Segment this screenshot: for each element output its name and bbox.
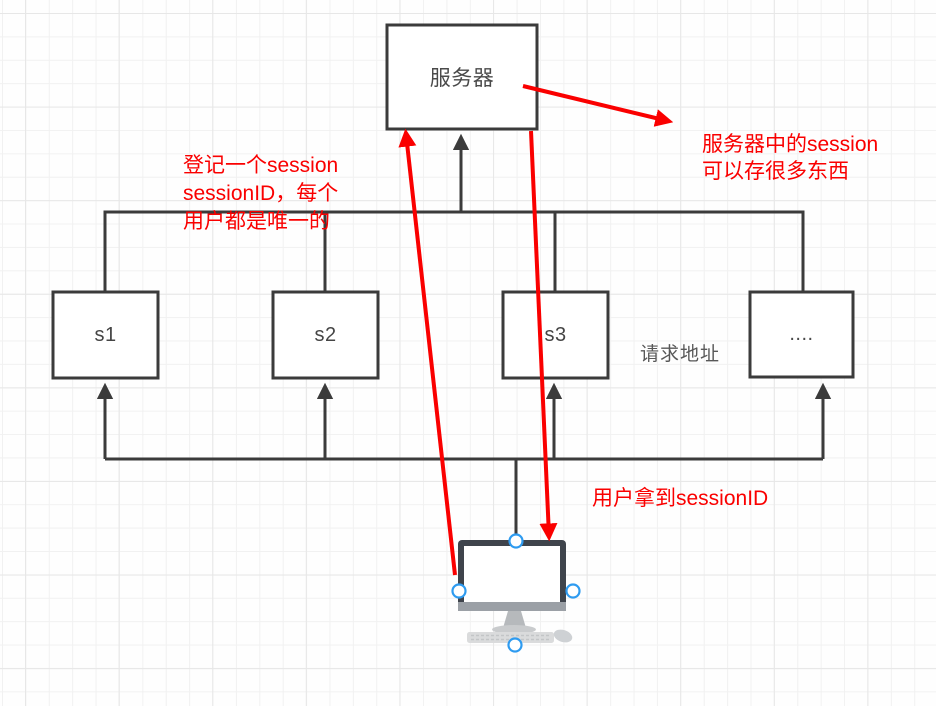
red-arrow-client-to-server[interactable]	[398, 128, 457, 576]
connector-bottom-trunk[interactable]	[105, 457, 823, 540]
node-s3[interactable]	[501, 290, 610, 380]
monitor-chin	[458, 602, 566, 611]
selection-handle-right[interactable]	[565, 583, 581, 599]
annotation-user-gets-sessionid[interactable]: 用户拿到sessionID	[592, 487, 769, 510]
connector-top-trunk[interactable]	[103, 210, 805, 292]
monitor-screen	[464, 546, 560, 602]
node-s2[interactable]	[271, 290, 380, 380]
client-computer-icon[interactable]	[458, 540, 574, 645]
node-ellipsis[interactable]	[748, 290, 855, 379]
red-arrow-server-to-note[interactable]	[522, 84, 674, 127]
selection-handle-bottom[interactable]	[507, 637, 523, 653]
selection-handle-top[interactable]	[508, 533, 524, 549]
red-arrow-server-to-client[interactable]	[529, 130, 558, 542]
selection-handles	[451, 533, 581, 653]
mouse	[553, 629, 573, 643]
selection-handle-left[interactable]	[451, 583, 467, 599]
request-address-label: 请求地址	[640, 344, 721, 365]
annotation-server-session-note[interactable]: 服务器中的session 可以存很多东西	[702, 133, 879, 183]
monitor-stand	[503, 611, 526, 628]
server-node[interactable]	[385, 23, 539, 131]
node-s1[interactable]	[51, 290, 160, 380]
annotation-register-session[interactable]: 登记一个session sessionID，每个 用户都是唯一的	[183, 154, 339, 233]
monitor-base	[492, 625, 536, 634]
